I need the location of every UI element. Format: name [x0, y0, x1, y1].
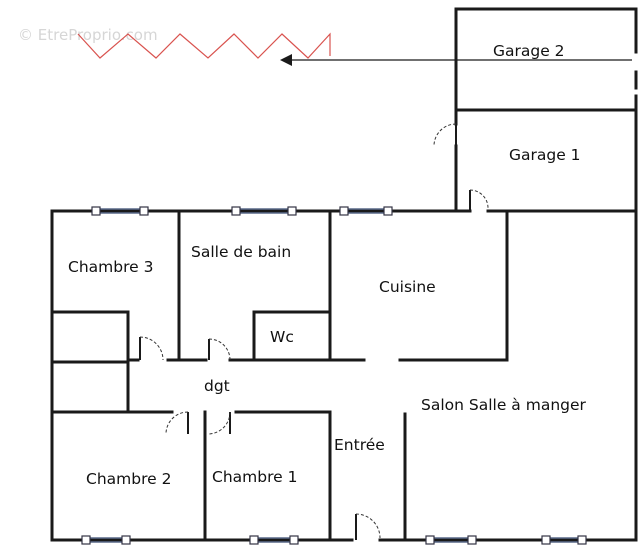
- window-salon-right: [541, 535, 587, 545]
- door-chambre1: [207, 411, 231, 435]
- door-entree: [355, 513, 381, 540]
- window-chambre2: [81, 535, 131, 545]
- window-cuisine: [339, 206, 393, 216]
- window-salon-left: [425, 535, 477, 545]
- garage-2-walls: [454, 7, 638, 112]
- direction-arrow: [280, 54, 632, 66]
- room-label-chambre-1: Chambre 1: [212, 468, 297, 486]
- door-chambre2: [165, 411, 189, 435]
- door-garage1-house: [469, 189, 489, 211]
- room-label-dgt: dgt: [204, 377, 230, 395]
- room-label-garage-2: Garage 2: [493, 42, 565, 60]
- room-label-garage-1: Garage 1: [509, 146, 581, 164]
- roof-slope-zigzag: [77, 32, 331, 59]
- door-salle-de-bain: [208, 338, 231, 361]
- main-house-walls: [50, 209, 638, 542]
- room-label-salle-de-bain: Salle de bain: [191, 243, 291, 261]
- window-chambre1: [249, 535, 299, 545]
- window-salle-de-bain: [231, 206, 297, 216]
- room-label-entree: Entrée: [334, 436, 385, 454]
- room-label-salon: Salon Salle à manger: [421, 396, 587, 414]
- window-chambre3: [91, 206, 149, 216]
- room-label-wc: Wc: [270, 328, 294, 346]
- door-garage2-garage1: [433, 123, 457, 147]
- door-chambre3: [139, 336, 164, 361]
- room-label-chambre-2: Chambre 2: [86, 470, 171, 488]
- room-label-chambre-3: Chambre 3: [68, 258, 153, 276]
- garage-1-walls: [454, 108, 638, 542]
- watermark-text: © EtreProprio.com: [18, 26, 158, 44]
- room-label-cuisine: Cuisine: [379, 278, 436, 296]
